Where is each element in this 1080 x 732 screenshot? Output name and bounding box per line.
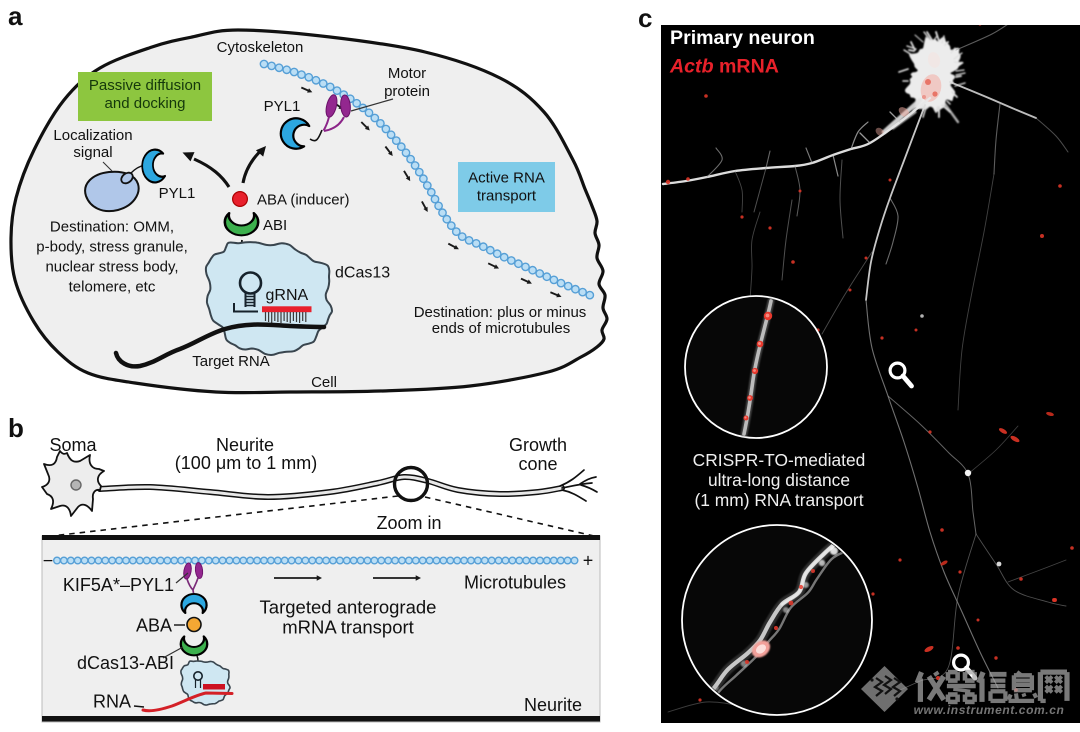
- svg-text:nuclear stress body,: nuclear stress body,: [45, 259, 178, 276]
- svg-text:Actb mRNA: Actb mRNA: [669, 56, 779, 78]
- svg-text:Cytoskeleton: Cytoskeleton: [217, 39, 304, 56]
- svg-text:b: b: [8, 413, 24, 443]
- svg-text:www.instrument.com.cn: www.instrument.com.cn: [914, 703, 1065, 717]
- svg-text:ABA: ABA: [136, 616, 172, 636]
- svg-text:Primary neuron: Primary neuron: [670, 27, 815, 49]
- svg-text:Targeted anterograde: Targeted anterograde: [260, 597, 437, 618]
- svg-text:Passive diffusion: Passive diffusion: [89, 77, 201, 94]
- svg-text:Destination: OMM,: Destination: OMM,: [50, 219, 174, 236]
- svg-text:ultra-long distance: ultra-long distance: [708, 470, 850, 490]
- svg-text:Motor: Motor: [388, 65, 426, 82]
- svg-text:Active RNA: Active RNA: [468, 170, 545, 187]
- svg-text:dCas13: dCas13: [335, 265, 390, 282]
- svg-text:ABA (inducer): ABA (inducer): [257, 192, 350, 209]
- svg-text:dCas13-ABI: dCas13-ABI: [77, 653, 174, 673]
- svg-text:Soma: Soma: [49, 435, 97, 455]
- svg-text:RNA: RNA: [93, 692, 131, 712]
- svg-text:+: +: [583, 551, 594, 571]
- svg-text:c: c: [638, 3, 652, 33]
- svg-text:gRNA: gRNA: [266, 287, 309, 304]
- svg-text:protein: protein: [384, 83, 430, 100]
- svg-text:cone: cone: [518, 454, 557, 474]
- svg-text:mRNA transport: mRNA transport: [282, 617, 414, 638]
- svg-text:Destination: plus or minus: Destination: plus or minus: [414, 304, 587, 321]
- svg-text:PYL1: PYL1: [264, 98, 301, 115]
- svg-text:Neurite: Neurite: [524, 695, 582, 715]
- svg-text:p-body, stress granule,: p-body, stress granule,: [36, 239, 187, 256]
- svg-text:transport: transport: [477, 188, 537, 205]
- svg-text:CRISPR-TO-mediated: CRISPR-TO-mediated: [693, 450, 866, 470]
- svg-text:and docking: and docking: [105, 95, 186, 112]
- svg-text:Cell: Cell: [311, 374, 337, 391]
- svg-text:(100 μm to 1 mm): (100 μm to 1 mm): [175, 453, 317, 473]
- svg-text:Microtubules: Microtubules: [464, 573, 566, 593]
- svg-text:Neurite: Neurite: [216, 435, 274, 455]
- svg-text:Localization: Localization: [53, 127, 132, 144]
- svg-text:signal: signal: [73, 144, 112, 161]
- svg-text:a: a: [8, 1, 23, 31]
- svg-text:KIF5A*–PYL1: KIF5A*–PYL1: [63, 575, 174, 595]
- svg-text:−: −: [43, 551, 54, 571]
- svg-text:Growth: Growth: [509, 435, 567, 455]
- svg-text:PYL1: PYL1: [159, 185, 196, 202]
- svg-text:ABI: ABI: [263, 217, 287, 234]
- svg-text:Zoom in: Zoom in: [376, 513, 441, 533]
- svg-text:Target RNA: Target RNA: [192, 353, 270, 370]
- svg-text:(1 mm) RNA transport: (1 mm) RNA transport: [694, 490, 863, 510]
- svg-text:telomere, etc: telomere, etc: [69, 279, 156, 296]
- svg-text:ends of microtubules: ends of microtubules: [432, 320, 570, 337]
